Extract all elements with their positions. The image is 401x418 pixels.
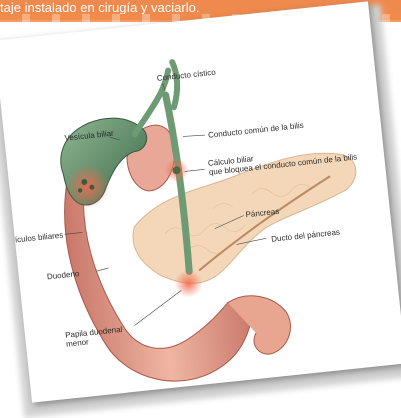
anatomy-card: Conducto cístico Vesícula biliar Conduct…	[0, 1, 401, 402]
biliary-pancreas-illustration	[0, 1, 401, 402]
